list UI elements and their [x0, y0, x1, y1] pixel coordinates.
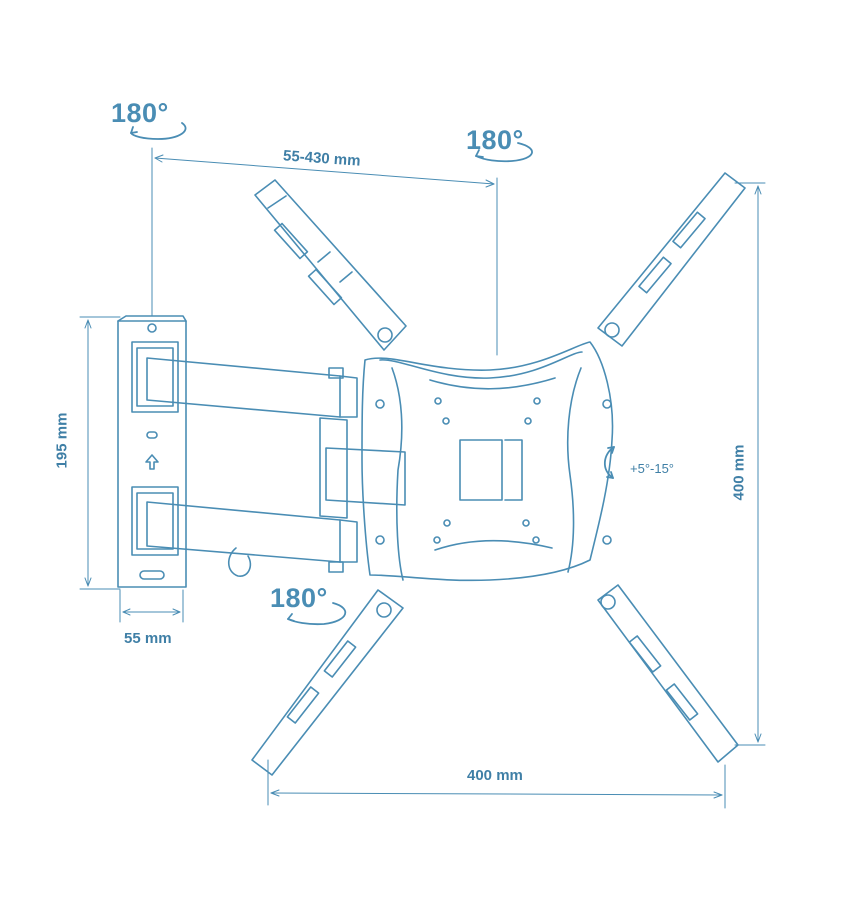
wall-plate	[117, 315, 187, 588]
vesa-bracket	[361, 341, 614, 582]
vesa-width-label: 400 mm	[467, 767, 523, 784]
rotation-label-top-left: 180°	[111, 98, 169, 128]
vesa-arm-top-right	[597, 172, 746, 347]
vesa-arm-bottom-left	[251, 589, 404, 776]
wall-plate-height-label: 195 mm	[53, 412, 71, 469]
rotation-label-top-center: 180°	[466, 125, 524, 155]
vesa-arm-bottom-right	[597, 584, 739, 763]
wall-plate-depth-label: 55 mm	[124, 630, 172, 647]
tilt-range-label: +5°-15°	[630, 461, 675, 476]
vesa-height-label: 400 mm	[730, 444, 748, 501]
rotation-label-bottom: 180°	[270, 583, 328, 613]
swing-arms	[131, 341, 406, 577]
rotation-arrows	[130, 122, 615, 626]
vesa-arm-top-left	[254, 179, 407, 351]
dimension-lines	[79, 147, 766, 809]
